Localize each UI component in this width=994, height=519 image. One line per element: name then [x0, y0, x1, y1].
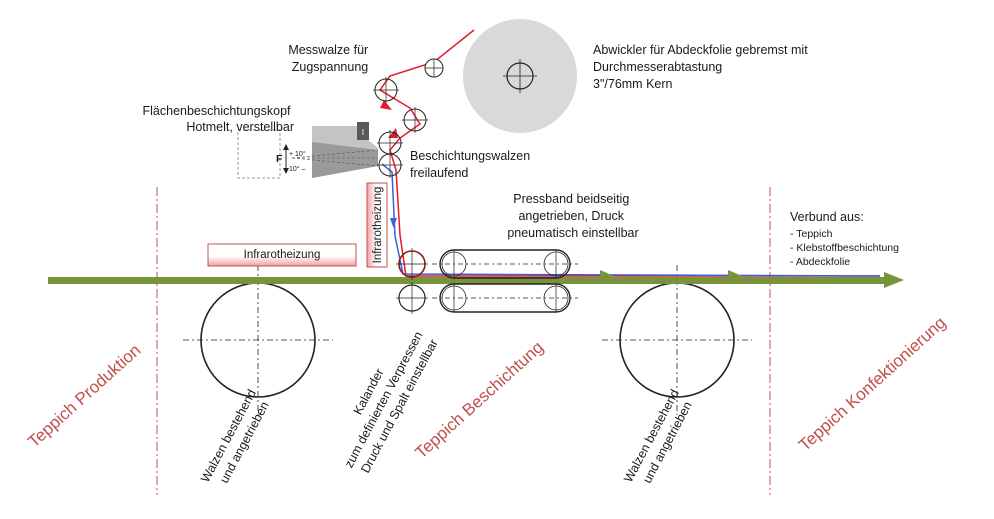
film-arrow-1 [600, 270, 614, 282]
force-label: F [276, 153, 283, 165]
film-arrow-2 [728, 270, 742, 282]
guide-roller-2 [402, 107, 428, 133]
label-walzen-right: Walzen bestehend und angetrieben [621, 384, 698, 493]
label-walzen-left: Walzen bestehend und angetrieben [198, 384, 275, 493]
coating-head: I F + 10° 10° – [237, 122, 379, 179]
film-arrow-4 [388, 128, 398, 138]
film-path [378, 29, 880, 277]
film-arrow-3 [380, 100, 392, 110]
angle-bottom: 10° – [289, 165, 306, 173]
infrared-label-horizontal: Infrarotheizung [244, 249, 321, 261]
calender-roller-bottom [396, 282, 428, 314]
label-messwalze: Messwalze für Zugspannung [288, 43, 371, 74]
section-produktion: Teppich Produktion [24, 340, 144, 451]
section-konfektionierung: Teppich Konfektionierung [795, 313, 950, 455]
label-coating-rollers: Beschichtungswalzen freilaufend [410, 149, 534, 180]
adhesive-arrow [390, 218, 397, 228]
carpet-line [48, 272, 904, 288]
label-verbund-items: - Teppich - Klebstoffbeschichtung - Abde… [790, 228, 902, 268]
infrared-heater-horizontal: Infrarotheizung [207, 243, 357, 267]
press-belt-top [432, 249, 578, 279]
infrared-label-vertical: Infrarotheizung [372, 187, 384, 264]
infrared-heater-vertical: Infrarotheizung [366, 182, 388, 268]
guide-roller-1 [373, 77, 399, 103]
unwinder-reel [463, 19, 577, 133]
calender-roller-top [396, 248, 428, 280]
press-belt-bottom [432, 283, 578, 313]
label-press-belt: Pressband beidseitig angetrieben, Druck … [507, 192, 638, 240]
label-abwickler: Abwickler für Abdeckfolie gebremst mit D… [593, 43, 811, 91]
measuring-roller [424, 58, 444, 78]
head-marker: I [362, 128, 364, 137]
coating-roller-2 [377, 152, 403, 178]
label-verbund-title: Verbund aus: [790, 210, 864, 224]
label-coating-head: Flächenbeschichtungskopf Hotmelt, verste… [143, 104, 295, 134]
angle-top: + 10° [289, 150, 306, 158]
